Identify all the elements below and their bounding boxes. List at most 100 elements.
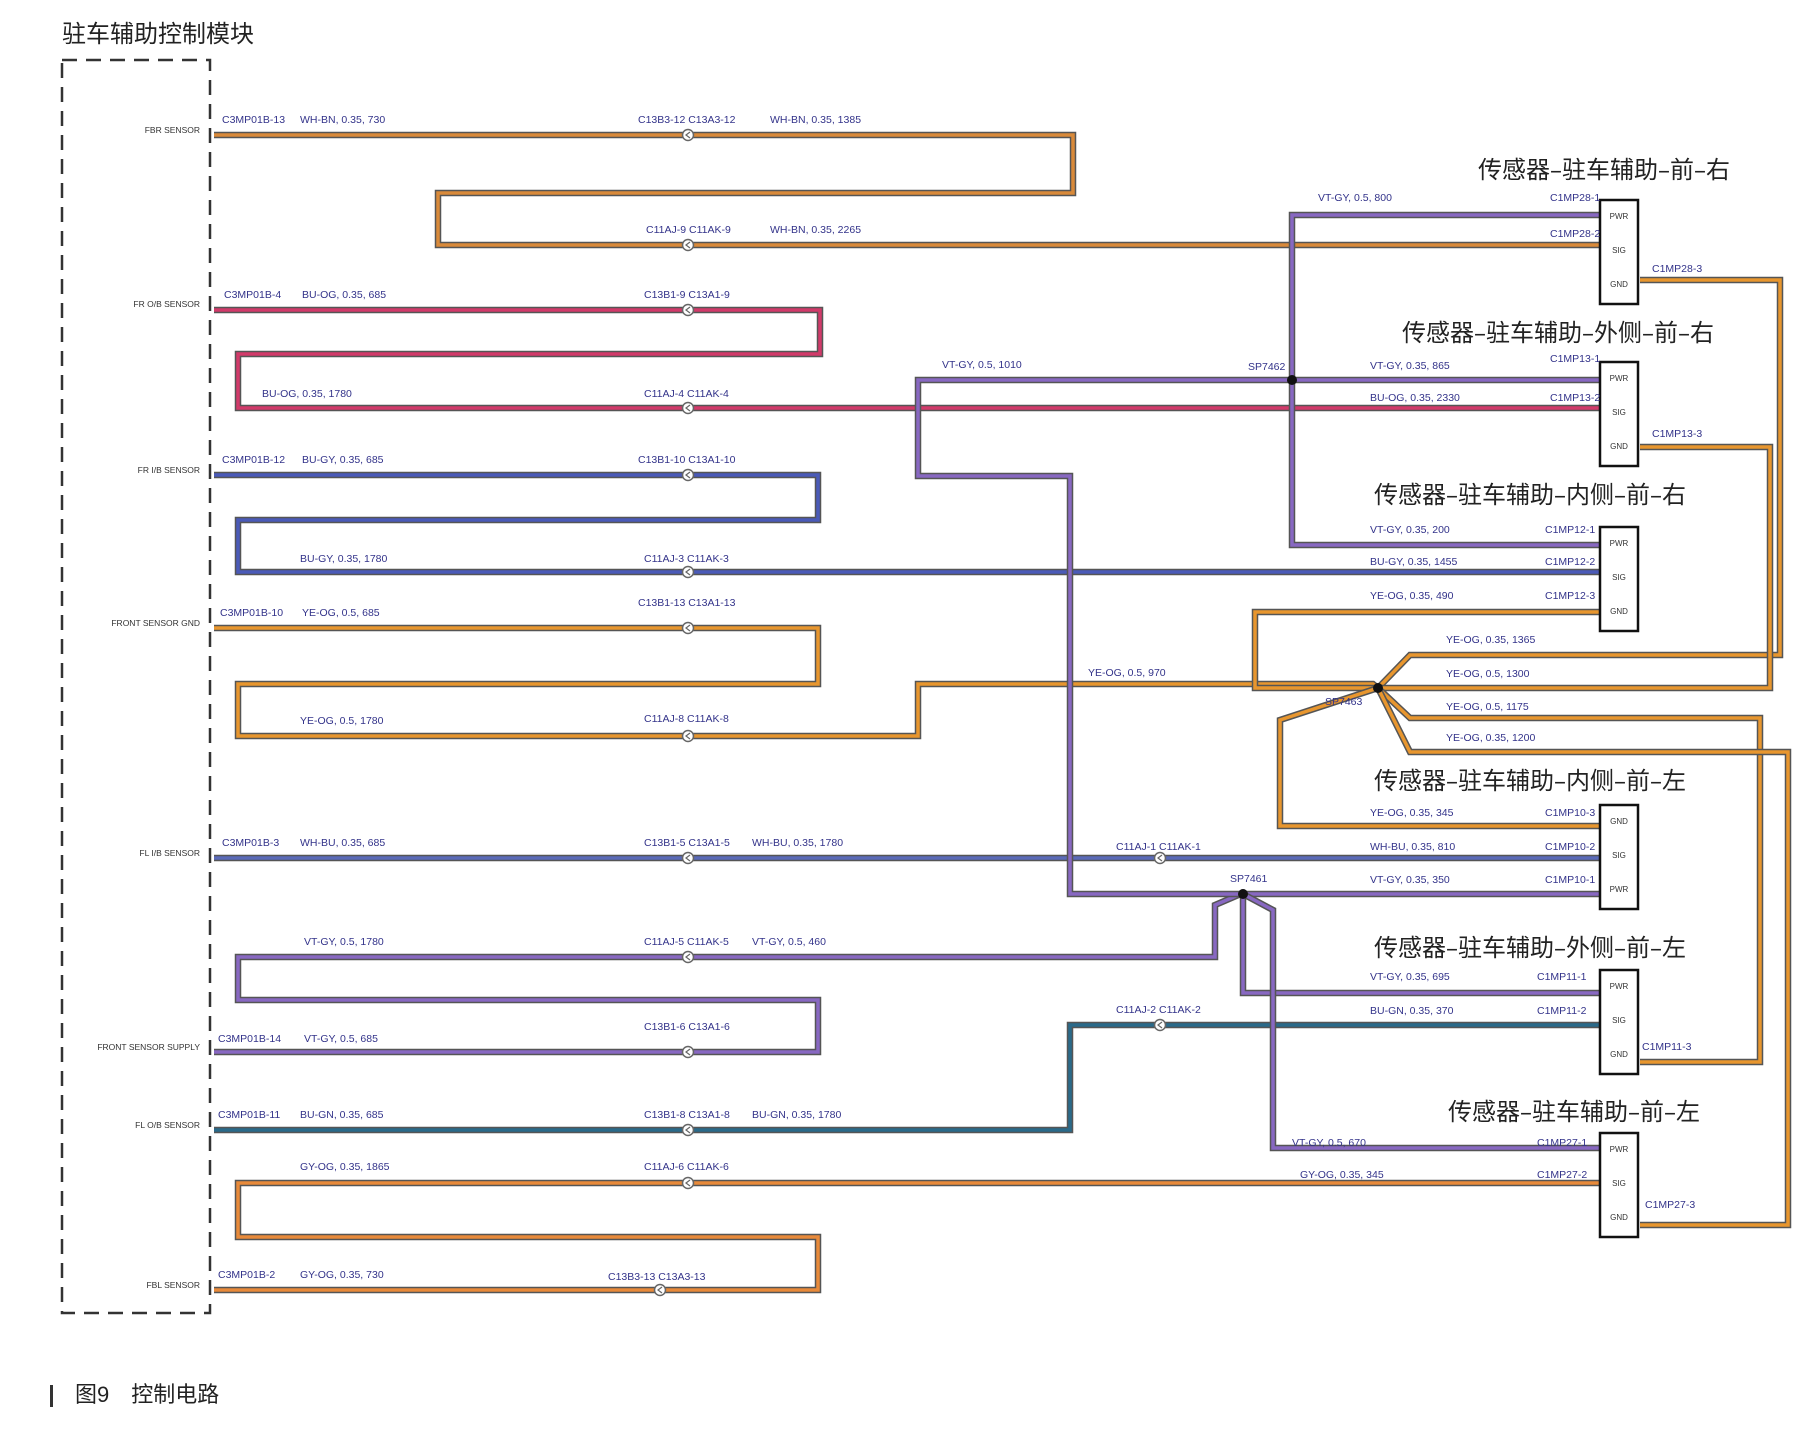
wire-label: BU-GN, 0.35, 1780 [752, 1109, 841, 1121]
sensor-pin-label: GND [1610, 1050, 1628, 1059]
splice-label: SP7461 [1230, 873, 1268, 885]
ye-3-wire [1378, 443, 1774, 692]
wire-label: BU-OG, 0.35, 2330 [1370, 392, 1460, 404]
wire-label: YE-OG, 0.35, 1365 [1446, 634, 1535, 646]
module-pin-label: FL I/B SENSOR [139, 848, 200, 858]
front-supply-wire [214, 890, 1245, 1056]
wire-label: GY-OG, 0.35, 1865 [300, 1161, 390, 1173]
wire-label: YE-OG, 0.35, 490 [1370, 590, 1454, 602]
wire-label: C1MP10-3 [1545, 807, 1595, 819]
wire-label: C3MP01B-11 [218, 1109, 280, 1121]
vtgy-1010-wire [914, 376, 1292, 898]
vtgy-sp7461-c-wire [1241, 891, 1600, 1152]
wire-label: C1MP12-3 [1545, 590, 1595, 602]
wire-label: VT-GY, 0.35, 695 [1370, 971, 1450, 983]
sensor-pin-label: SIG [1612, 851, 1626, 860]
sensor-pin-label: PWR [1610, 982, 1629, 991]
wire-label: C11AJ-6 C11AK-6 [644, 1161, 729, 1173]
sensor-title: 传感器–驻车辅助–外侧–前–左 [1374, 934, 1686, 962]
wire-label: C1MP11-1 [1537, 971, 1587, 983]
caption-figure-number: 图9 [75, 1382, 110, 1407]
sensor-title: 传感器–驻车辅助–内侧–前–右 [1374, 481, 1686, 509]
wire-label: VT-GY, 0.5, 670 [1292, 1137, 1366, 1149]
wire-label: C13B1-10 C13A1-10 [638, 454, 736, 466]
wire-label: WH-BU, 0.35, 810 [1370, 841, 1455, 853]
module-pin-label: FL O/B SENSOR [135, 1120, 200, 1130]
sensor-pin-label: GND [1610, 442, 1628, 451]
inline-connector [1153, 851, 1167, 865]
ye-4-wire [1375, 685, 1764, 1066]
wire-label: C11AJ-2 C11AK-2 [1116, 1004, 1201, 1016]
fbr-wire [214, 131, 1600, 249]
sensor-pin-label: GND [1610, 607, 1628, 616]
ye-6-wire [1276, 684, 1600, 830]
wire-label: BU-GY, 0.35, 1780 [300, 553, 388, 565]
wire-label: YE-OG, 0.5, 970 [1088, 667, 1166, 679]
wire-label: YE-OG, 0.5, 1300 [1446, 668, 1530, 680]
wire-label: WH-BN, 0.35, 2265 [770, 224, 861, 236]
wire-label: BU-GY, 0.35, 685 [302, 454, 384, 466]
inline-connector [681, 621, 695, 635]
wire-label: C11AJ-1 C11AK-1 [1116, 841, 1201, 853]
wire-label: C1MP13-1 [1550, 353, 1600, 365]
wire-label: C11AJ-9 C11AK-9 [646, 224, 731, 236]
wire-label: C11AJ-4 C11AK-4 [644, 388, 729, 400]
module-boundary [60, 58, 212, 1315]
splice-label: SP7462 [1248, 361, 1286, 373]
caption-bar [50, 1385, 53, 1408]
sensor-pin-label: PWR [1610, 885, 1629, 894]
wire-label: C11AJ-5 C11AK-5 [644, 936, 729, 948]
wire-label: C1MP27-3 [1645, 1199, 1695, 1211]
sensor-pin-label: SIG [1612, 246, 1626, 255]
inline-connector [681, 950, 695, 964]
wire-label: VT-GY, 0.35, 200 [1370, 524, 1450, 536]
sensor-pin-label: SIG [1612, 408, 1626, 417]
inline-connector [681, 303, 695, 317]
fr-ob-wire [214, 306, 1600, 412]
sensor-pin-label: PWR [1610, 539, 1629, 548]
wire-label: WH-BN, 0.35, 730 [300, 114, 385, 126]
wire-label: C3MP01B-14 [218, 1033, 281, 1045]
wire-label: BU-GN, 0.35, 370 [1370, 1005, 1454, 1017]
wire-label: VT-GY, 0.5, 1780 [304, 936, 384, 948]
splice-dot [1287, 375, 1297, 385]
module-pin-label: FR O/B SENSOR [133, 299, 200, 309]
wire-label: C1MP11-3 [1642, 1041, 1692, 1053]
fbl-wire [214, 1179, 1600, 1294]
inline-connector [681, 729, 695, 743]
ye-1-wire [1251, 608, 1600, 692]
inline-connector [681, 851, 695, 865]
sensor-pin-label: GND [1610, 817, 1628, 826]
wire-label: BU-OG, 0.35, 685 [302, 289, 386, 301]
wire-label: YE-OG, 0.35, 1200 [1446, 732, 1535, 744]
splice-dot [1238, 889, 1248, 899]
wire-label: C3MP01B-12 [222, 454, 285, 466]
wire-label: VT-GY, 0.5, 460 [752, 936, 826, 948]
caption-title: 控制电路 [131, 1382, 220, 1407]
wire-label: C11AJ-8 C11AK-8 [644, 713, 729, 725]
vtgy-sp7462-c-wire [1288, 380, 1600, 549]
wire-label: BU-OG, 0.35, 1780 [262, 388, 352, 400]
inline-connector [681, 1123, 695, 1137]
wire-label: YE-OG, 0.5, 1780 [300, 715, 384, 727]
wire-label: C3MP01B-3 [222, 837, 279, 849]
wire-label: WH-BU, 0.35, 1780 [752, 837, 843, 849]
fr-ib-wire [214, 471, 1600, 576]
inline-connector [681, 128, 695, 142]
fl-ob-wire [214, 1021, 1600, 1134]
wires-layer [214, 131, 1792, 1294]
sensor-pin-label: PWR [1610, 212, 1629, 221]
vtgy-sp7461-b-wire [1239, 894, 1600, 997]
sensor-pin-label: PWR [1610, 1145, 1629, 1154]
wire-label: C1MP28-1 [1550, 192, 1600, 204]
wire-label: C1MP13-2 [1550, 392, 1600, 404]
wire-label: C13B1-6 C13A1-6 [644, 1021, 730, 1033]
sensor-title: 传感器–驻车辅助–前–左 [1448, 1098, 1700, 1126]
wire-label: GY-OG, 0.35, 345 [1300, 1169, 1384, 1181]
wire-label: C1MP10-1 [1545, 874, 1595, 886]
ye-5-wire [1375, 686, 1792, 1229]
wire-label: C1MP13-3 [1652, 428, 1702, 440]
